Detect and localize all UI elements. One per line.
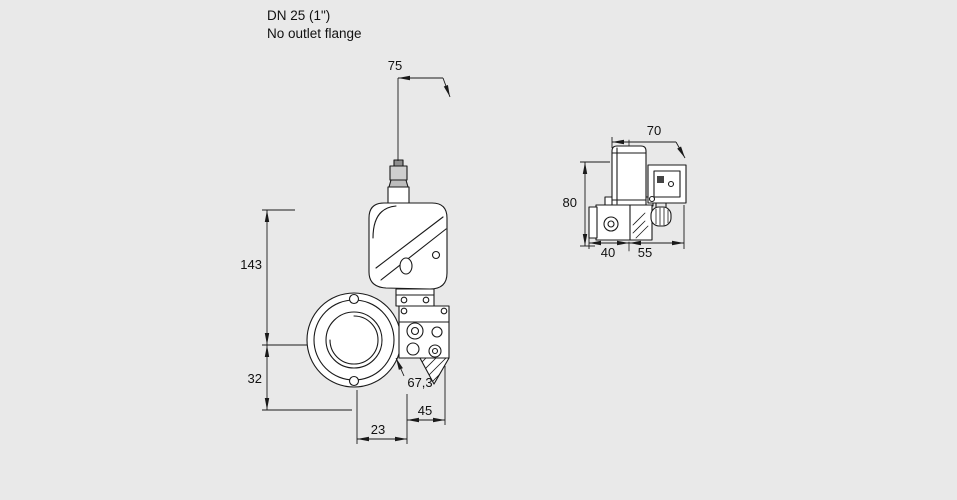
valve-body: [398, 305, 450, 359]
front-dim-width-label: 75: [388, 58, 402, 73]
front-view: [306, 159, 450, 388]
side-valve-body: [588, 204, 653, 241]
actuator-neck: [395, 288, 435, 307]
adjustment-knob: [387, 159, 410, 204]
inlet-flange: [306, 292, 402, 388]
side-view: [588, 139, 687, 253]
outlet-section-wedge: [419, 357, 450, 385]
side-dim-height-label: 80: [563, 195, 577, 210]
product-variant-label: No outlet flange: [267, 26, 362, 41]
front-dim-diagonal-leader: [395, 357, 405, 377]
front-dim-height-lower-label: 32: [248, 371, 262, 386]
front-dim-bottom: [356, 366, 446, 444]
front-dim-bottom-outer-label: 45: [418, 403, 432, 418]
side-dim-height: [580, 161, 610, 247]
front-dim-height-upper-label: 143: [240, 257, 262, 272]
side-dim-bottom-right-label: 55: [638, 245, 652, 260]
conduit-nut: [650, 202, 672, 227]
solenoid-coil: [611, 145, 647, 206]
side-view-dim-labels: 70 80 40 55: [563, 123, 662, 260]
connector-box: [647, 164, 687, 204]
front-dim-heights: [262, 209, 352, 411]
side-dim-bottom: [588, 205, 685, 249]
front-dim-width: [397, 75, 451, 161]
side-dim-width: [611, 137, 686, 159]
side-dim-bottom-left-label: 40: [601, 245, 615, 260]
product-size-label: DN 25 (1"): [267, 8, 331, 23]
actuator-housing: [368, 202, 448, 290]
front-dim-bottom-inner-label: 23: [371, 422, 385, 437]
front-view-dimensions: [262, 75, 451, 444]
side-view-dimensions: [580, 137, 686, 249]
front-view-dim-labels: 75 143 32 67,3 45 23: [240, 58, 432, 437]
side-dim-width-label: 70: [647, 123, 661, 138]
front-dim-diagonal-label: 67,3: [407, 375, 432, 390]
